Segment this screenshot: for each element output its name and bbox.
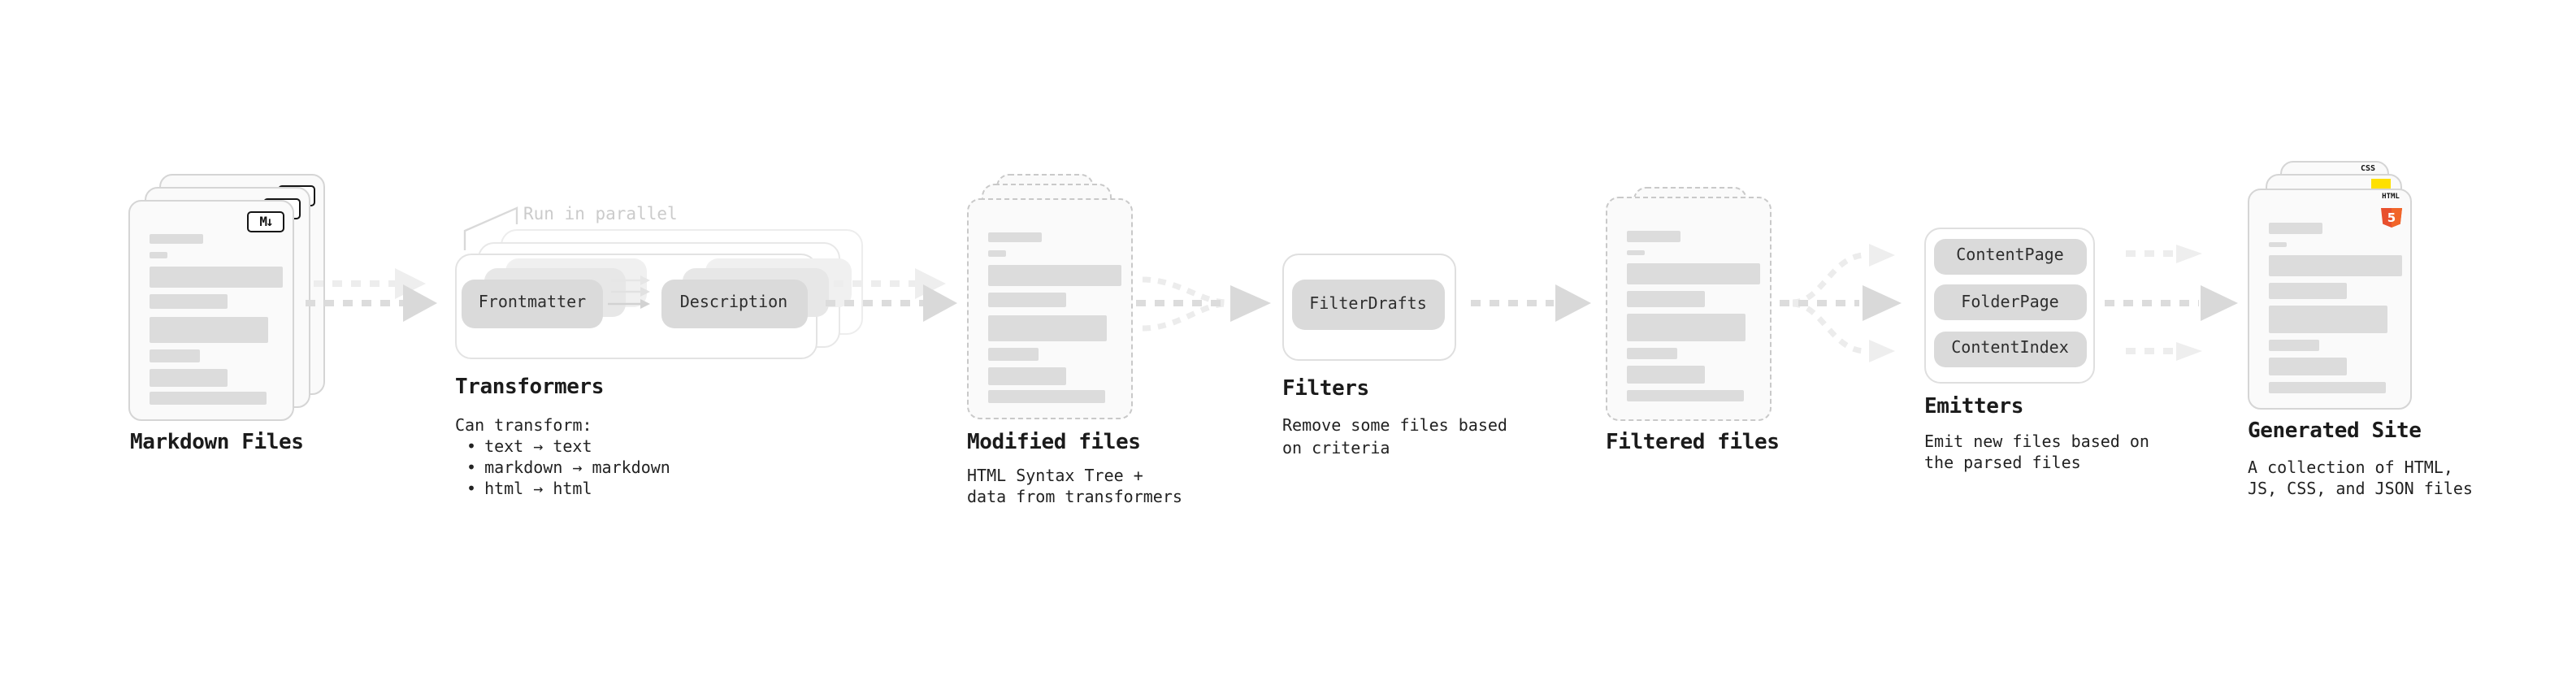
doc-line <box>1627 249 1645 255</box>
frontmatter-pill-ghost <box>484 268 625 317</box>
markdown-badge-icon: M↓ <box>262 197 300 219</box>
html5-badge-icon: HTML 5 <box>2379 193 2402 233</box>
doc-line <box>1627 366 1705 384</box>
doc-line <box>987 264 1121 285</box>
file-card-front: M↓ <box>128 199 294 420</box>
description-pill-ghost <box>683 268 829 317</box>
file-card-front <box>1606 197 1772 420</box>
transformer-frame-back <box>501 229 863 335</box>
file-card-middle: M↓ <box>144 186 310 407</box>
emitters-description: Emit new files based on the parsed files <box>1924 433 2149 473</box>
emitters-panel <box>1923 228 2095 384</box>
description-pill: Description <box>661 279 807 327</box>
generated-site-description: A collection of HTML, JS, CSS, and JSON … <box>2248 459 2473 499</box>
transform-bullet: •text → text <box>466 439 592 457</box>
section-title-emitters: Emitters <box>1924 395 2024 419</box>
frontmatter-pill: Frontmatter <box>462 279 603 327</box>
doc-line <box>1627 263 1760 284</box>
doc-line <box>2268 358 2346 375</box>
section-title-filtered-files: Filtered files <box>1606 430 1780 454</box>
file-card-middle <box>2265 173 2401 384</box>
converging-arrow-icon <box>1136 276 1271 332</box>
doc-line <box>150 293 228 309</box>
section-title-filters: Filters <box>1282 377 1369 401</box>
contentindex-pill: ContentIndex <box>1934 331 2086 367</box>
doc-line <box>150 392 267 404</box>
doc-line <box>150 316 268 343</box>
filters-description: Remove some files based on criteria <box>1282 418 1507 458</box>
doc-line <box>1627 347 1677 359</box>
section-title-markdown-files: Markdown Files <box>130 431 304 455</box>
svg-text:5: 5 <box>2387 210 2395 224</box>
section-title-modified-files: Modified files <box>967 431 1141 455</box>
transformer-frame-middle <box>478 241 840 347</box>
section-title-transformers: Transformers <box>455 375 605 400</box>
doc-line <box>1627 314 1746 340</box>
contentpage-pill: ContentPage <box>1934 238 2086 274</box>
run-in-parallel-annotation: Run in parallel <box>523 205 678 224</box>
file-card-back: M↓ <box>159 173 325 394</box>
can-transform-label: Can transform: <box>455 418 592 436</box>
flow-arrow-icon <box>1471 284 1591 322</box>
js-badge-icon <box>2371 178 2391 196</box>
flow-arrow-icon <box>306 268 437 322</box>
transformers-description: Can transform: •text → text •markdown → … <box>455 416 670 501</box>
doc-line <box>150 368 228 386</box>
doc-placeholder-lines <box>1627 231 1760 401</box>
doc-line <box>2268 223 2322 233</box>
doc-placeholder-lines <box>2268 223 2401 393</box>
parallel-arrows-icon <box>608 275 650 309</box>
doc-line <box>987 348 1038 360</box>
filters-panel <box>1281 254 1455 360</box>
triple-arrow-icon <box>2105 245 2238 361</box>
transform-bullet: •html → html <box>466 481 592 499</box>
doc-line <box>987 390 1104 402</box>
frontmatter-pill-ghost <box>505 258 647 306</box>
file-card-back <box>1633 186 1747 414</box>
doc-line <box>987 367 1065 384</box>
folderpage-pill: FolderPage <box>1934 284 2086 320</box>
doc-placeholder-lines <box>150 233 283 404</box>
doc-line <box>1627 231 1680 241</box>
markdown-badge-icon: M↓ <box>278 184 315 206</box>
transform-bullet: •markdown → markdown <box>466 460 670 478</box>
filterdrafts-pill: FilterDrafts <box>1292 279 1444 329</box>
doc-line <box>987 232 1041 242</box>
transformer-frame-front <box>455 254 817 359</box>
annotation-connector-line <box>463 206 518 250</box>
markdown-badge-icon: M↓ <box>247 210 284 232</box>
doc-line <box>987 314 1106 341</box>
file-card-front <box>966 197 1132 419</box>
doc-line <box>2268 283 2346 298</box>
doc-line <box>2268 306 2387 332</box>
section-title-generated-site: Generated Site <box>2248 419 2422 444</box>
modified-files-description: HTML Syntax Tree + data from transformer… <box>967 468 1182 507</box>
doc-line <box>987 250 1005 256</box>
doc-line <box>2268 339 2318 351</box>
doc-line <box>2268 255 2401 276</box>
flow-arrow-icon <box>826 268 957 322</box>
doc-line <box>2268 381 2385 393</box>
file-card-back <box>995 173 1093 401</box>
doc-line <box>1627 389 1744 401</box>
file-card-middle <box>982 183 1112 410</box>
file-card-front: HTML 5 <box>2247 189 2412 409</box>
css-badge-icon: CSS <box>2360 164 2376 174</box>
doc-placeholder-lines <box>987 232 1121 402</box>
doc-line <box>1627 291 1705 306</box>
file-card-back: CSS <box>2279 161 2389 356</box>
doc-line <box>150 233 203 244</box>
doc-line <box>987 292 1065 307</box>
diverging-arrow-icon <box>1780 244 1902 362</box>
doc-line <box>150 252 167 258</box>
doc-line <box>150 266 283 287</box>
doc-line <box>2268 241 2286 247</box>
doc-line <box>150 349 200 362</box>
